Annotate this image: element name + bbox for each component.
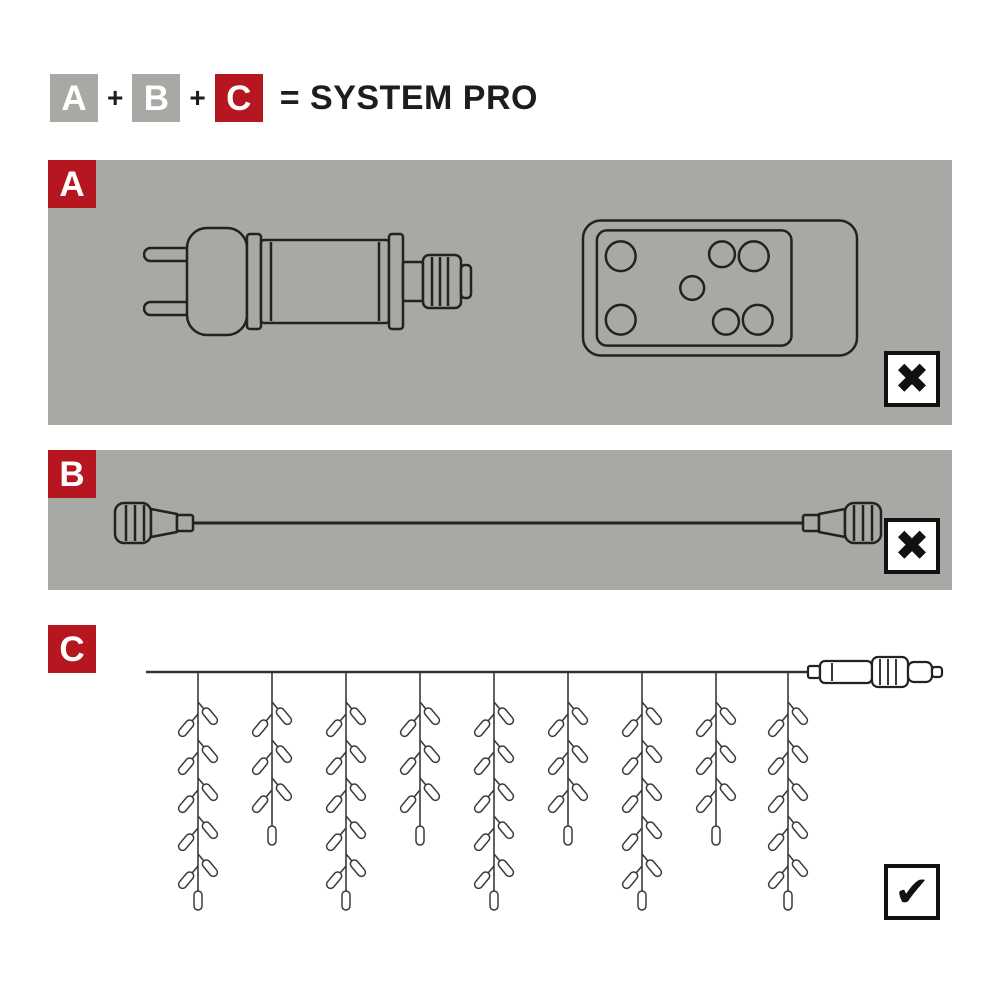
extension-cable-illustration (113, 501, 883, 545)
section-b-label: B (48, 450, 96, 498)
distributor-illustration (581, 219, 859, 357)
section-c-label: C (48, 625, 96, 673)
formula-letter-a: A (50, 74, 98, 122)
plus-sign: + (107, 82, 124, 113)
formula-result: = SYSTEM PRO (279, 78, 538, 117)
formula-header: A + B + C = SYSTEM PRO (50, 74, 538, 122)
section-a-label: A (48, 160, 96, 208)
plus-sign: + (189, 82, 206, 113)
formula-letter-b: B (132, 74, 181, 122)
x-icon: ✖ (884, 518, 940, 574)
section-b-panel: B ✖ (48, 450, 952, 590)
formula-letter-c: C (214, 74, 263, 122)
section-c-panel: C (48, 625, 952, 960)
lights-connector (806, 655, 944, 689)
icicle-lights-illustration (146, 655, 944, 950)
section-a-panel: A (48, 160, 952, 425)
x-icon: ✖ (884, 351, 940, 407)
plug-transformer-illustration (143, 226, 473, 337)
check-icon: ✔ (884, 864, 940, 920)
